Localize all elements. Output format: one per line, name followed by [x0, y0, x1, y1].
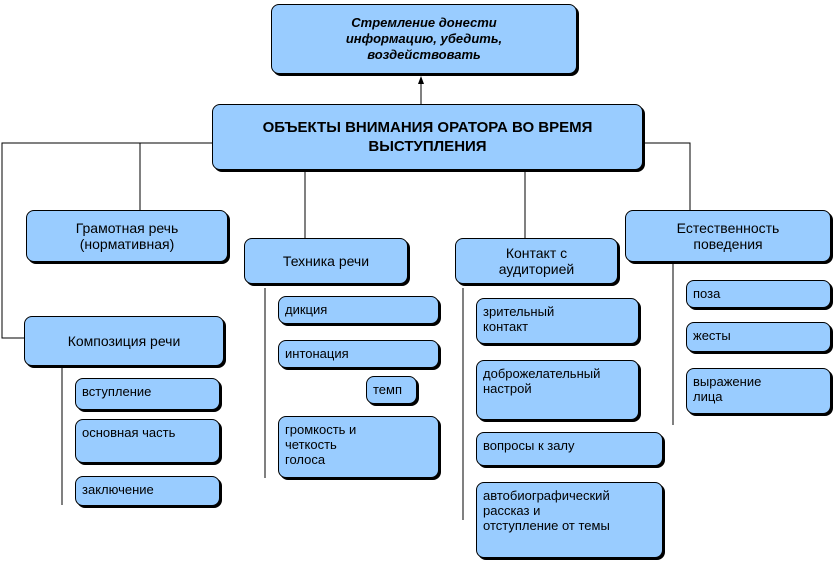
technique-item: темп	[366, 376, 417, 404]
composition-item: заключение	[75, 476, 220, 506]
category-speech-composition: Композиция речи	[24, 316, 224, 366]
category-literate-speech: Грамотная речь (нормативная)	[26, 210, 228, 262]
composition-item: основная часть	[75, 419, 220, 463]
category-speech-technique: Техника речи	[244, 238, 408, 284]
category-audience-contact: Контакт с аудиторией	[455, 238, 618, 284]
line-to-natural	[643, 142, 691, 210]
technique-item: интонация	[278, 340, 439, 368]
contact-item: доброжелательный настрой	[476, 360, 639, 420]
contact-item: вопросы к залу	[476, 432, 663, 466]
main-title-box: ОБЪЕКТЫ ВНИМАНИЯ ОРАТОРА ВО ВРЕМЯ ВЫСТУП…	[212, 104, 643, 170]
contact-item: автобиографический рассказ и отступление…	[476, 482, 663, 558]
natural-item: жесты	[686, 322, 831, 352]
technique-item: громкость и четкость голоса	[278, 416, 439, 478]
arrow-head	[418, 76, 424, 84]
line-to-composition	[1, 142, 212, 339]
composition-item: вступление	[75, 378, 220, 410]
category-natural-behaviour: Естественность поведения	[625, 210, 831, 262]
contact-item: зрительный контакт	[476, 298, 639, 344]
natural-item: выражение лица	[686, 368, 831, 414]
technique-item: дикция	[278, 296, 439, 324]
natural-item: поза	[686, 280, 831, 308]
goal-box: Стремление донести информацию, убедить, …	[271, 4, 577, 74]
